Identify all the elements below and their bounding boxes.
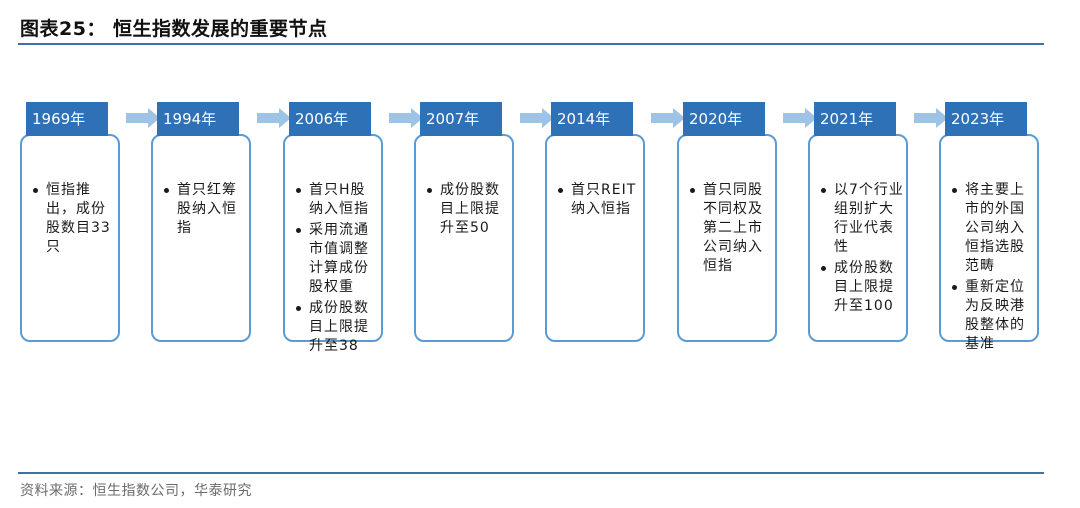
right-arrow-icon [257,108,291,128]
milestone-box: 以7个行业组别扩大行业代表性成份股数目上限提升至100 [808,134,908,342]
milestone-bullet: 成份股数目上限提升至38 [295,299,379,356]
milestone-bullet: 以7个行业组别扩大行业代表性 [820,181,904,257]
milestone-node: 首只同股不同权及第二上市公司纳入恒指 2020年 [677,102,781,344]
milestone-bullet: 首只H股纳入恒指 [295,181,379,219]
right-arrow-icon [520,108,554,128]
milestone-bullet: 重新定位为反映港股整体的基准 [951,278,1035,354]
milestone-year-label: 2023年 [945,102,1027,136]
bottom-rule [18,472,1044,474]
milestone-bullet-list: 首只同股不同权及第二上市公司纳入恒指 [689,181,773,278]
milestone-box: 首只同股不同权及第二上市公司纳入恒指 [677,134,777,342]
milestone-year-label: 2014年 [551,102,633,136]
milestone-box: 首只REIT纳入恒指 [545,134,645,342]
milestone-bullet-list: 成份股数目上限提升至50 [426,181,510,240]
milestone-bullet-list: 恒指推出，成份股数目33只 [32,181,116,259]
right-arrow-icon [651,108,685,128]
milestone-bullet-list: 首只红筹股纳入恒指 [163,181,247,240]
milestone-bullet-list: 将主要上市的外国公司纳入恒指选股范畴重新定位为反映港股整体的基准 [951,181,1035,356]
top-rule [18,43,1044,45]
right-arrow-icon [783,108,817,128]
milestone-bullet: 恒指推出，成份股数目33只 [32,181,116,257]
milestone-bullet: 成份股数目上限提升至100 [820,259,904,316]
milestone-year-label: 2020年 [683,102,765,136]
milestone-node: 恒指推出，成份股数目33只 1969年 [20,102,124,344]
milestone-node: 首只REIT纳入恒指 2014年 [545,102,649,344]
milestone-bullet-list: 首只REIT纳入恒指 [557,181,641,221]
milestone-year-label: 2007年 [420,102,502,136]
milestone-year-label: 1994年 [157,102,239,136]
milestone-node: 成份股数目上限提升至50 2007年 [414,102,518,344]
figure-title: 图表25： 恒生指数发展的重要节点 [20,18,328,40]
right-arrow-icon [914,108,948,128]
milestone-year-label: 2006年 [289,102,371,136]
milestone-bullet: 首只同股不同权及第二上市公司纳入恒指 [689,181,773,276]
milestone-node: 以7个行业组别扩大行业代表性成份股数目上限提升至100 2021年 [808,102,912,344]
milestone-box: 首只H股纳入恒指采用流通市值调整计算成份股权重成份股数目上限提升至38 [283,134,383,354]
milestone-node: 首只红筹股纳入恒指 1994年 [151,102,255,344]
right-arrow-icon [126,108,160,128]
milestone-bullet: 采用流通市值调整计算成份股权重 [295,221,379,297]
milestone-box: 将主要上市的外国公司纳入恒指选股范畴重新定位为反映港股整体的基准 [939,134,1039,352]
milestone-bullet: 将主要上市的外国公司纳入恒指选股范畴 [951,181,1035,276]
source-note: 资料来源：恒生指数公司，华泰研究 [20,483,252,499]
milestone-box: 首只红筹股纳入恒指 [151,134,251,342]
milestone-box: 恒指推出，成份股数目33只 [20,134,120,342]
milestone-year-label: 2021年 [814,102,896,136]
right-arrow-icon [389,108,423,128]
milestone-box: 成份股数目上限提升至50 [414,134,514,342]
milestone-bullet: 首只REIT纳入恒指 [557,181,641,219]
milestone-bullet-list: 以7个行业组别扩大行业代表性成份股数目上限提升至100 [820,181,904,318]
milestone-year-label: 1969年 [26,102,108,136]
milestone-bullet-list: 首只H股纳入恒指采用流通市值调整计算成份股权重成份股数目上限提升至38 [295,181,379,358]
milestone-bullet: 首只红筹股纳入恒指 [163,181,247,238]
milestone-bullet: 成份股数目上限提升至50 [426,181,510,238]
